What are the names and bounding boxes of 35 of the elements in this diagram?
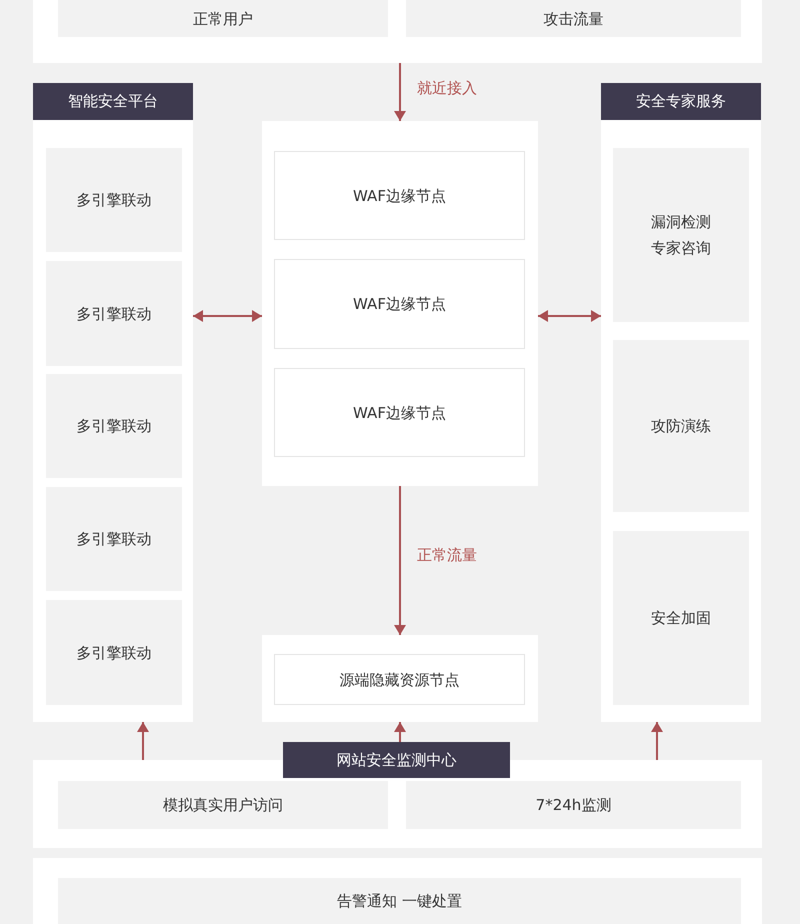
process-box: 攻防演练: [613, 340, 749, 512]
arrow: [394, 722, 406, 742]
process-box: 源端隐藏资源节点: [274, 654, 525, 705]
edge-label: 正常流量: [417, 546, 477, 564]
process-box: 7*24h监测: [406, 781, 741, 829]
process-box: WAF边缘节点: [274, 259, 525, 349]
panel-header: 智能安全平台: [33, 83, 193, 120]
process-box: 多引擎联动: [46, 148, 182, 252]
arrow: [538, 310, 601, 322]
edge-label: 就近接入: [417, 79, 477, 97]
panel-header: 网站安全监测中心: [283, 742, 510, 778]
panel: [262, 635, 538, 722]
process-box: 多引擎联动: [46, 600, 182, 705]
process-box: WAF边缘节点: [274, 151, 525, 240]
arrow: [394, 486, 406, 635]
process-box: 正常用户: [58, 0, 388, 37]
process-box: WAF边缘节点: [274, 368, 525, 457]
service-name: 专家咨询: [651, 238, 711, 259]
panel: [33, 0, 762, 63]
panel: [262, 121, 538, 486]
service-name: 漏洞检测: [651, 212, 711, 233]
arrow: [651, 722, 663, 760]
process-box: 安全加固: [613, 531, 749, 705]
process-box: 模拟真实用户访问: [58, 781, 388, 829]
process-box: 多引擎联动: [46, 374, 182, 478]
process-box: 多引擎联动: [46, 261, 182, 366]
panel-header: 安全专家服务: [601, 83, 761, 120]
arrow: [137, 722, 149, 760]
arrow: [394, 63, 406, 121]
arrow: [193, 310, 262, 322]
panel: [601, 83, 761, 722]
process-box: 攻击流量: [406, 0, 741, 37]
process-box: 多引擎联动: [46, 487, 182, 591]
process-box: 告警通知 一键处置: [58, 878, 741, 924]
panel: [33, 83, 193, 722]
